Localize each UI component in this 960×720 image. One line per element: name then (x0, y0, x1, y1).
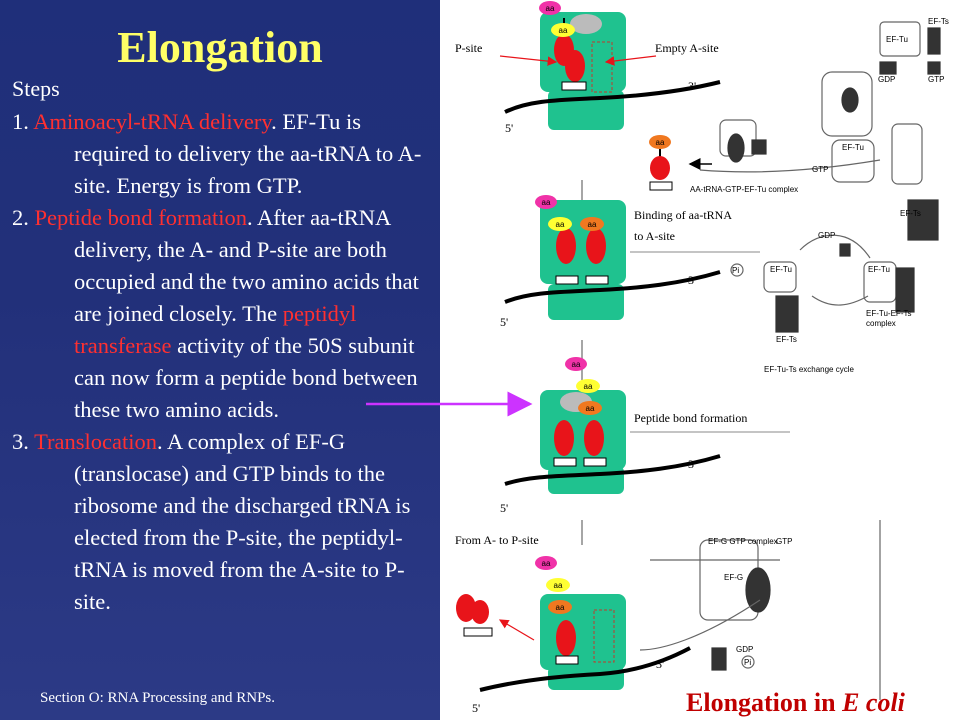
ribosome-stage-3: aa aa aa Peptide bond formation 3' 5' (500, 357, 790, 515)
step-number: 3. (12, 429, 29, 454)
trna-p-site (565, 50, 585, 82)
caption-organism: E coli (842, 688, 905, 717)
ef-tu-ts-cycle-labels: EF-Tu EF-Ts GDP GTP EF-Tu GTP AA-tRNA-GT… (690, 17, 949, 374)
ef-tu-label: EF-Tu (770, 265, 792, 274)
step-keyword: Translocation (34, 429, 158, 454)
trna-a-site (586, 228, 606, 264)
steps-list: 1. Aminoacyl-tRNA delivery. EF-Tu is req… (12, 106, 436, 618)
gtp-label: GTP (812, 165, 828, 174)
step-text: . A complex of EF-G (translocase) and GT… (74, 429, 411, 614)
left-panel: Elongation Steps 1. Aminoacyl-tRNA deliv… (0, 0, 440, 720)
pi-label: Pi (732, 266, 739, 275)
ribosome-stage-2: aa aa aa Binding of aa-tRNA to A-site 3'… (500, 195, 760, 329)
five-prime-label: 5' (500, 315, 508, 329)
aa-label: aa (559, 26, 568, 35)
aa-label: aa (588, 220, 597, 229)
ef-g-gtp-complex-label: EF-G GTP complex (708, 537, 778, 546)
exit-site (570, 14, 602, 34)
binding-label: Binding of aa-tRNA (634, 208, 732, 222)
aa-label: aa (586, 404, 595, 413)
aa-label: aa (542, 198, 551, 207)
mrna (504, 454, 721, 486)
five-prime-label: 5' (500, 501, 508, 515)
aa-label: aa (572, 360, 581, 369)
trna-p-site (556, 228, 576, 264)
binding-label-2: to A-site (634, 229, 675, 243)
step-text: . EF-Tu is required to delivery the aa-t… (74, 109, 422, 198)
amino-acid (539, 1, 561, 15)
gdp-label: GDP (818, 231, 835, 240)
ef-tu-ts-cycle (699, 21, 941, 333)
large-subunit (540, 200, 626, 284)
mrna (504, 80, 721, 114)
step-text: . After aa-tRNA delivery, the A- and P-s… (74, 205, 419, 326)
ef-tu-label: EF-Tu (842, 143, 864, 152)
three-prime-label: 3' (656, 657, 664, 671)
ef-tu-gtp-box (821, 71, 873, 137)
pi-label: Pi (744, 658, 751, 667)
slide-title: Elongation (117, 23, 323, 72)
complex-label: complex (866, 319, 896, 328)
aa-label: aa (554, 581, 563, 590)
ef-ts-label: EF-Ts (928, 17, 949, 26)
caption-prefix: Elongation in (686, 688, 843, 717)
ef-g-area (639, 520, 881, 700)
small-subunit (548, 466, 624, 494)
mrna (479, 646, 691, 692)
step-1: 1. Aminoacyl-tRNA delivery. EF-Tu is req… (12, 106, 436, 202)
five-prime-label: 5' (505, 121, 513, 135)
ef-ts-label: EF-Ts (900, 209, 921, 218)
empty-a-site (591, 41, 613, 93)
ef-g-label: EF-G (724, 573, 743, 582)
step-keyword: Aminoacyl-tRNA delivery (33, 109, 272, 134)
three-prime-label: 3' (688, 273, 696, 287)
from-a-to-p-label: From A- to P-site (455, 533, 539, 547)
three-prime-label: 3' (688, 79, 696, 93)
diagram-caption: Elongation in E coli (686, 688, 905, 718)
five-prime-label: 5' (472, 701, 480, 715)
aa-label: aa (656, 138, 665, 147)
ef-g-labels: EF-G GTP complex GTP EF-G GDP Pi (708, 537, 792, 667)
aa-label: aa (556, 603, 565, 612)
footer-text: Section O: RNA Processing and RNPs. (40, 690, 276, 706)
ef-tu-key-box (879, 21, 921, 57)
ternary-complex-label: AA-tRNA-GTP-EF-Tu complex (690, 185, 798, 194)
three-prime-label: 3' (688, 457, 696, 471)
mrna (504, 270, 721, 304)
step-keyword-peptidyl: peptidyl transferase (74, 301, 357, 358)
incoming-aa-trna: aa (649, 135, 712, 191)
anticodon (561, 81, 587, 91)
aa-label: aa (556, 220, 565, 229)
aa-label: aa (584, 382, 593, 391)
ef-tu-ts-complex-label: EF-Tu-EF-Ts (866, 309, 911, 318)
peptide-bond-label: Peptide bond formation (634, 411, 747, 425)
step-3: 3. Translocation. A complex of EF-G (tra… (12, 426, 436, 618)
ef-tu-label: EF-Tu (868, 265, 890, 274)
gdp-label: GDP (878, 75, 895, 84)
amino-acid (551, 23, 575, 37)
p-site-label: P-site (455, 41, 482, 55)
gtp-label: GTP (776, 537, 792, 546)
step-text-after: activity of the 50S subunit can now form… (74, 333, 418, 422)
ribosome-stage-1: aa aa P-site Empty A-site 3' 5' (455, 1, 721, 135)
gtp-label: GTP (928, 75, 944, 84)
ef-ts-label: EF-Ts (776, 335, 797, 344)
step-keyword: Peptide bond formation (34, 205, 247, 230)
aa-label: aa (546, 4, 555, 13)
step-number: 1. (12, 109, 29, 134)
gdp-label: GDP (736, 645, 753, 654)
step-2: 2. Peptide bond formation. After aa-tRNA… (12, 202, 436, 426)
steps-heading: Steps (12, 76, 60, 101)
discharged-trna (456, 594, 476, 622)
empty-a-site-label: Empty A-site (655, 41, 719, 55)
aa-label: aa (542, 559, 551, 568)
step-number: 2. (12, 205, 29, 230)
ribosome-stage-4: aa aa aa From A- to P-site 3' 5' (455, 533, 691, 715)
ef-tu-label: EF-Tu (886, 35, 908, 44)
exchange-cycle-label: EF-Tu-Ts exchange cycle (764, 365, 855, 374)
